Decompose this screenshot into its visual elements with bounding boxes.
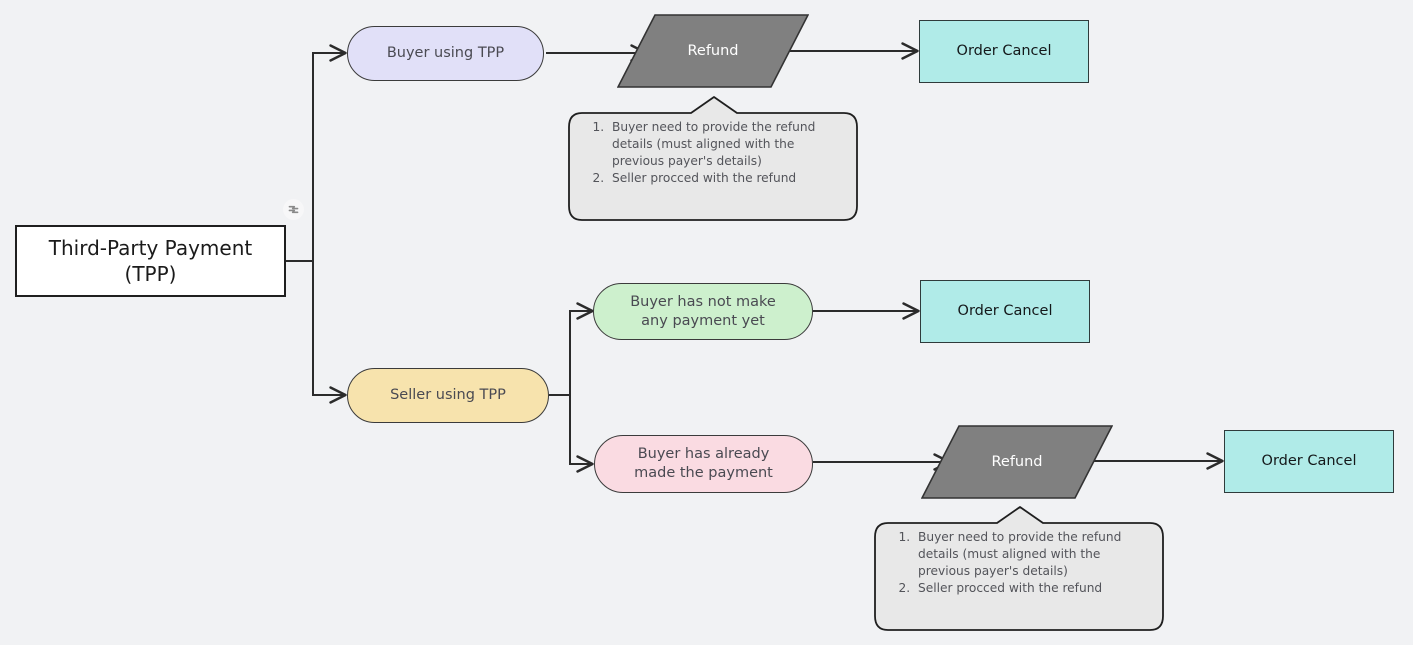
node-label-no-payment: Buyer has not make any payment yet: [630, 293, 776, 331]
node-label-order-cancel-bottom: Order Cancel: [1261, 453, 1357, 470]
node-label-already-paid: Buyer has already made the payment: [634, 445, 773, 483]
flow-zigzag-icon[interactable]: [283, 199, 304, 220]
node-refund-top[interactable]: Refund: [617, 14, 809, 88]
tpp-label-line2: (TPP): [124, 262, 177, 286]
node-order-cancel-mid[interactable]: Order Cancel: [920, 280, 1090, 343]
note-top-item-1: Buyer need to provide the refund details…: [608, 119, 840, 170]
node-order-cancel-bottom[interactable]: Order Cancel: [1224, 430, 1394, 493]
note-bottom-item-1: Buyer need to provide the refund details…: [914, 529, 1146, 580]
no-payment-line1: Buyer has not make: [630, 293, 776, 310]
node-label-order-cancel-mid: Order Cancel: [957, 303, 1053, 320]
already-paid-line1: Buyer has already: [637, 446, 770, 463]
note-top-list: Buyer need to provide the refund details…: [586, 119, 840, 187]
node-label-tpp: Third-Party Payment (TPP): [49, 235, 252, 287]
already-paid-line2: made the payment: [634, 465, 773, 481]
node-already-paid[interactable]: Buyer has already made the payment: [594, 435, 813, 493]
node-buyer-using-tpp[interactable]: Buyer using TPP: [347, 26, 544, 81]
note-top-shape: [568, 96, 858, 221]
tpp-label-line1: Third-Party Payment: [48, 236, 253, 260]
note-bottom-body: Buyer need to provide the refund details…: [874, 529, 1164, 597]
node-order-cancel-top[interactable]: Order Cancel: [919, 20, 1089, 83]
note-bottom-list: Buyer need to provide the refund details…: [892, 529, 1146, 597]
note-bottom-item-2: Seller procced with the refund: [914, 580, 1146, 597]
flow-zigzag-glyph: [288, 205, 299, 214]
no-payment-line2: any payment yet: [641, 312, 765, 329]
node-third-party-payment[interactable]: Third-Party Payment (TPP): [15, 225, 286, 297]
node-label-refund-bottom: Refund: [991, 454, 1043, 470]
node-label-refund-top: Refund: [687, 43, 739, 59]
node-refund-bottom[interactable]: Refund: [921, 425, 1113, 499]
note-top-body: Buyer need to provide the refund details…: [568, 119, 858, 187]
node-label-order-cancel-top: Order Cancel: [956, 43, 1052, 60]
node-no-payment[interactable]: Buyer has not make any payment yet: [593, 283, 813, 340]
refund-top-shape: [617, 14, 809, 88]
note-bottom-shape: [874, 506, 1164, 631]
node-seller-using-tpp[interactable]: Seller using TPP: [347, 368, 549, 423]
note-refund-bottom: Buyer need to provide the refund details…: [874, 506, 1164, 631]
refund-bottom-shape: [921, 425, 1113, 499]
note-top-item-2: Seller procced with the refund: [608, 170, 840, 187]
node-label-buyer-using-tpp: Buyer using TPP: [386, 45, 505, 62]
note-refund-top: Buyer need to provide the refund details…: [568, 96, 858, 221]
node-label-seller-using-tpp: Seller using TPP: [390, 387, 506, 404]
